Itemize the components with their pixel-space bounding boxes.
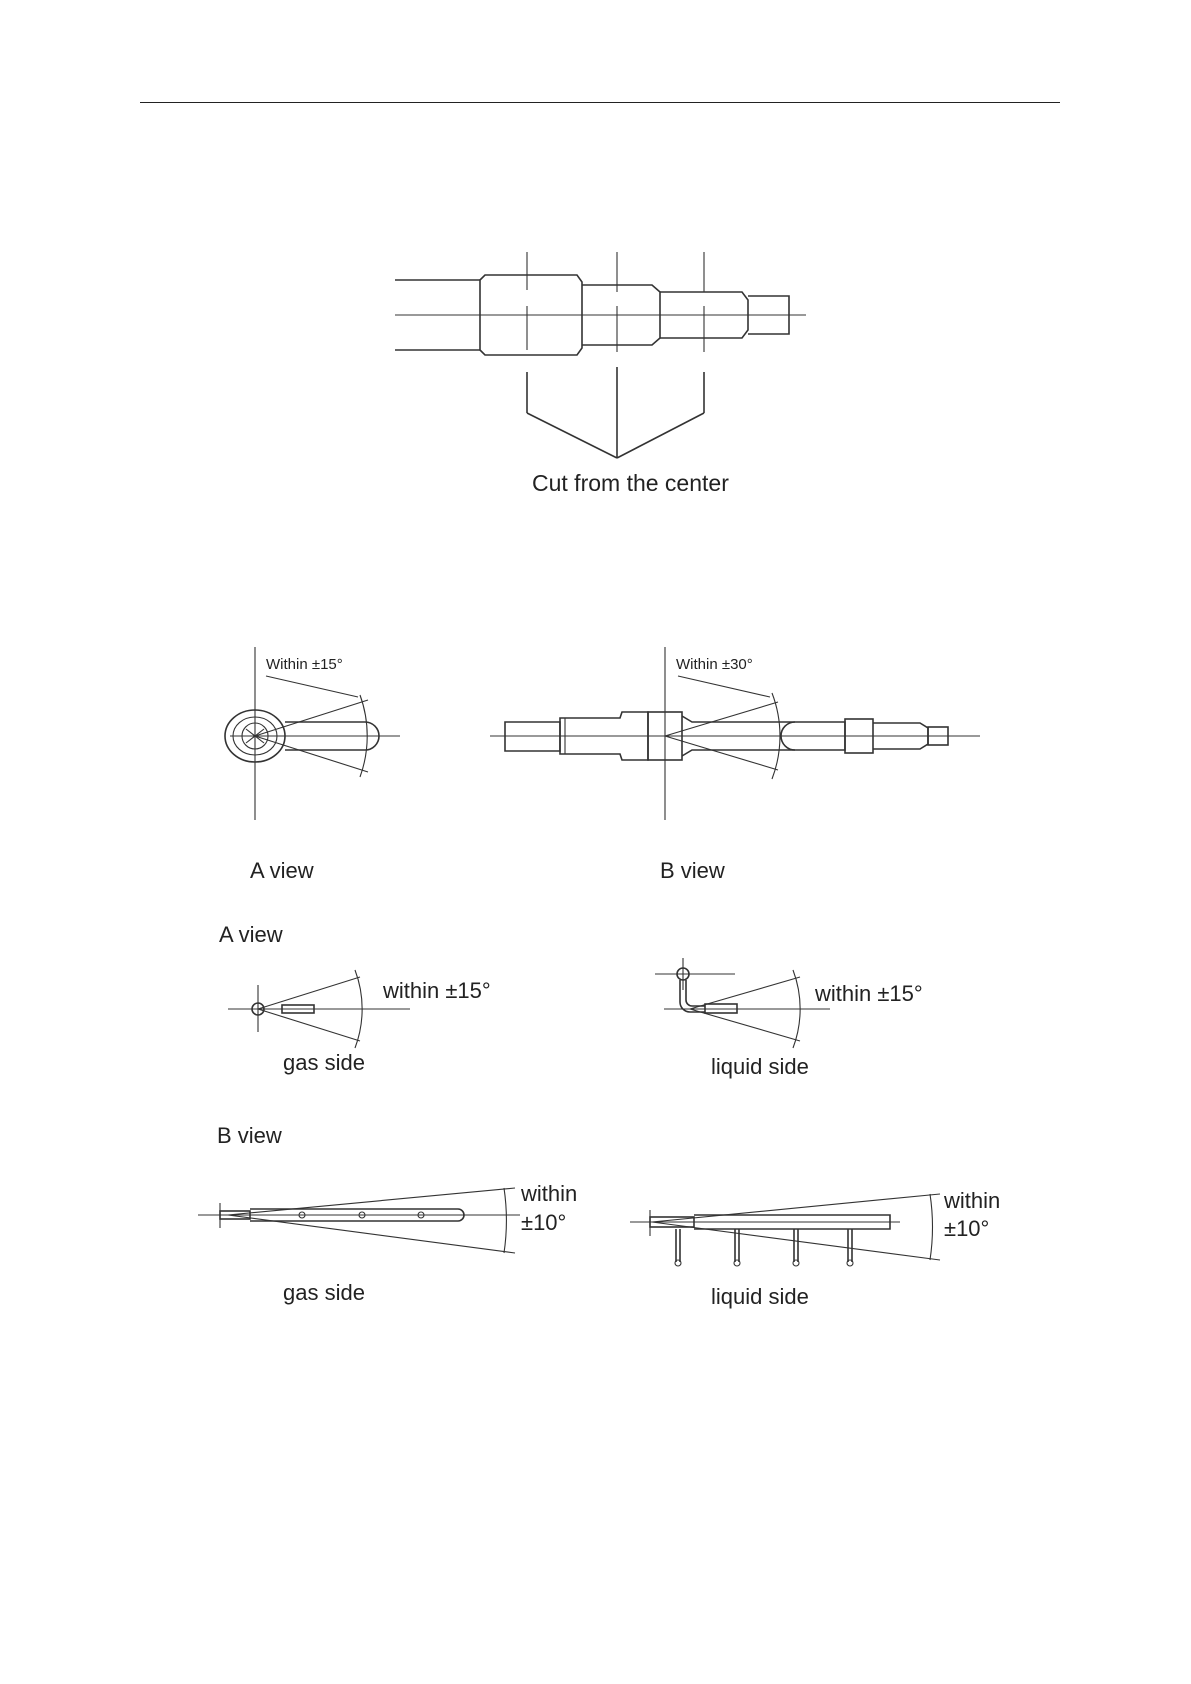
a-liquid-side-drawing bbox=[655, 958, 830, 1048]
a-gas-angle-label: within ±15° bbox=[383, 978, 491, 1004]
b-gas-side-drawing bbox=[198, 1188, 520, 1253]
b-liquid-angle-label-1: within bbox=[944, 1188, 1000, 1214]
b-liquid-side-drawing bbox=[630, 1194, 940, 1266]
b-gas-side-label: gas side bbox=[283, 1280, 365, 1306]
a-liquid-angle-label: within ±15° bbox=[815, 981, 923, 1007]
b-liquid-angle-label-2: ±10° bbox=[944, 1216, 989, 1242]
b-view-heading: B view bbox=[217, 1123, 282, 1149]
b-gas-angle-label-1: within bbox=[521, 1181, 577, 1207]
b-liquid-side-label: liquid side bbox=[711, 1284, 809, 1310]
a-gas-side-label: gas side bbox=[283, 1050, 365, 1076]
b-gas-angle-label-2: ±10° bbox=[521, 1210, 566, 1236]
a-liquid-side-label: liquid side bbox=[711, 1054, 809, 1080]
